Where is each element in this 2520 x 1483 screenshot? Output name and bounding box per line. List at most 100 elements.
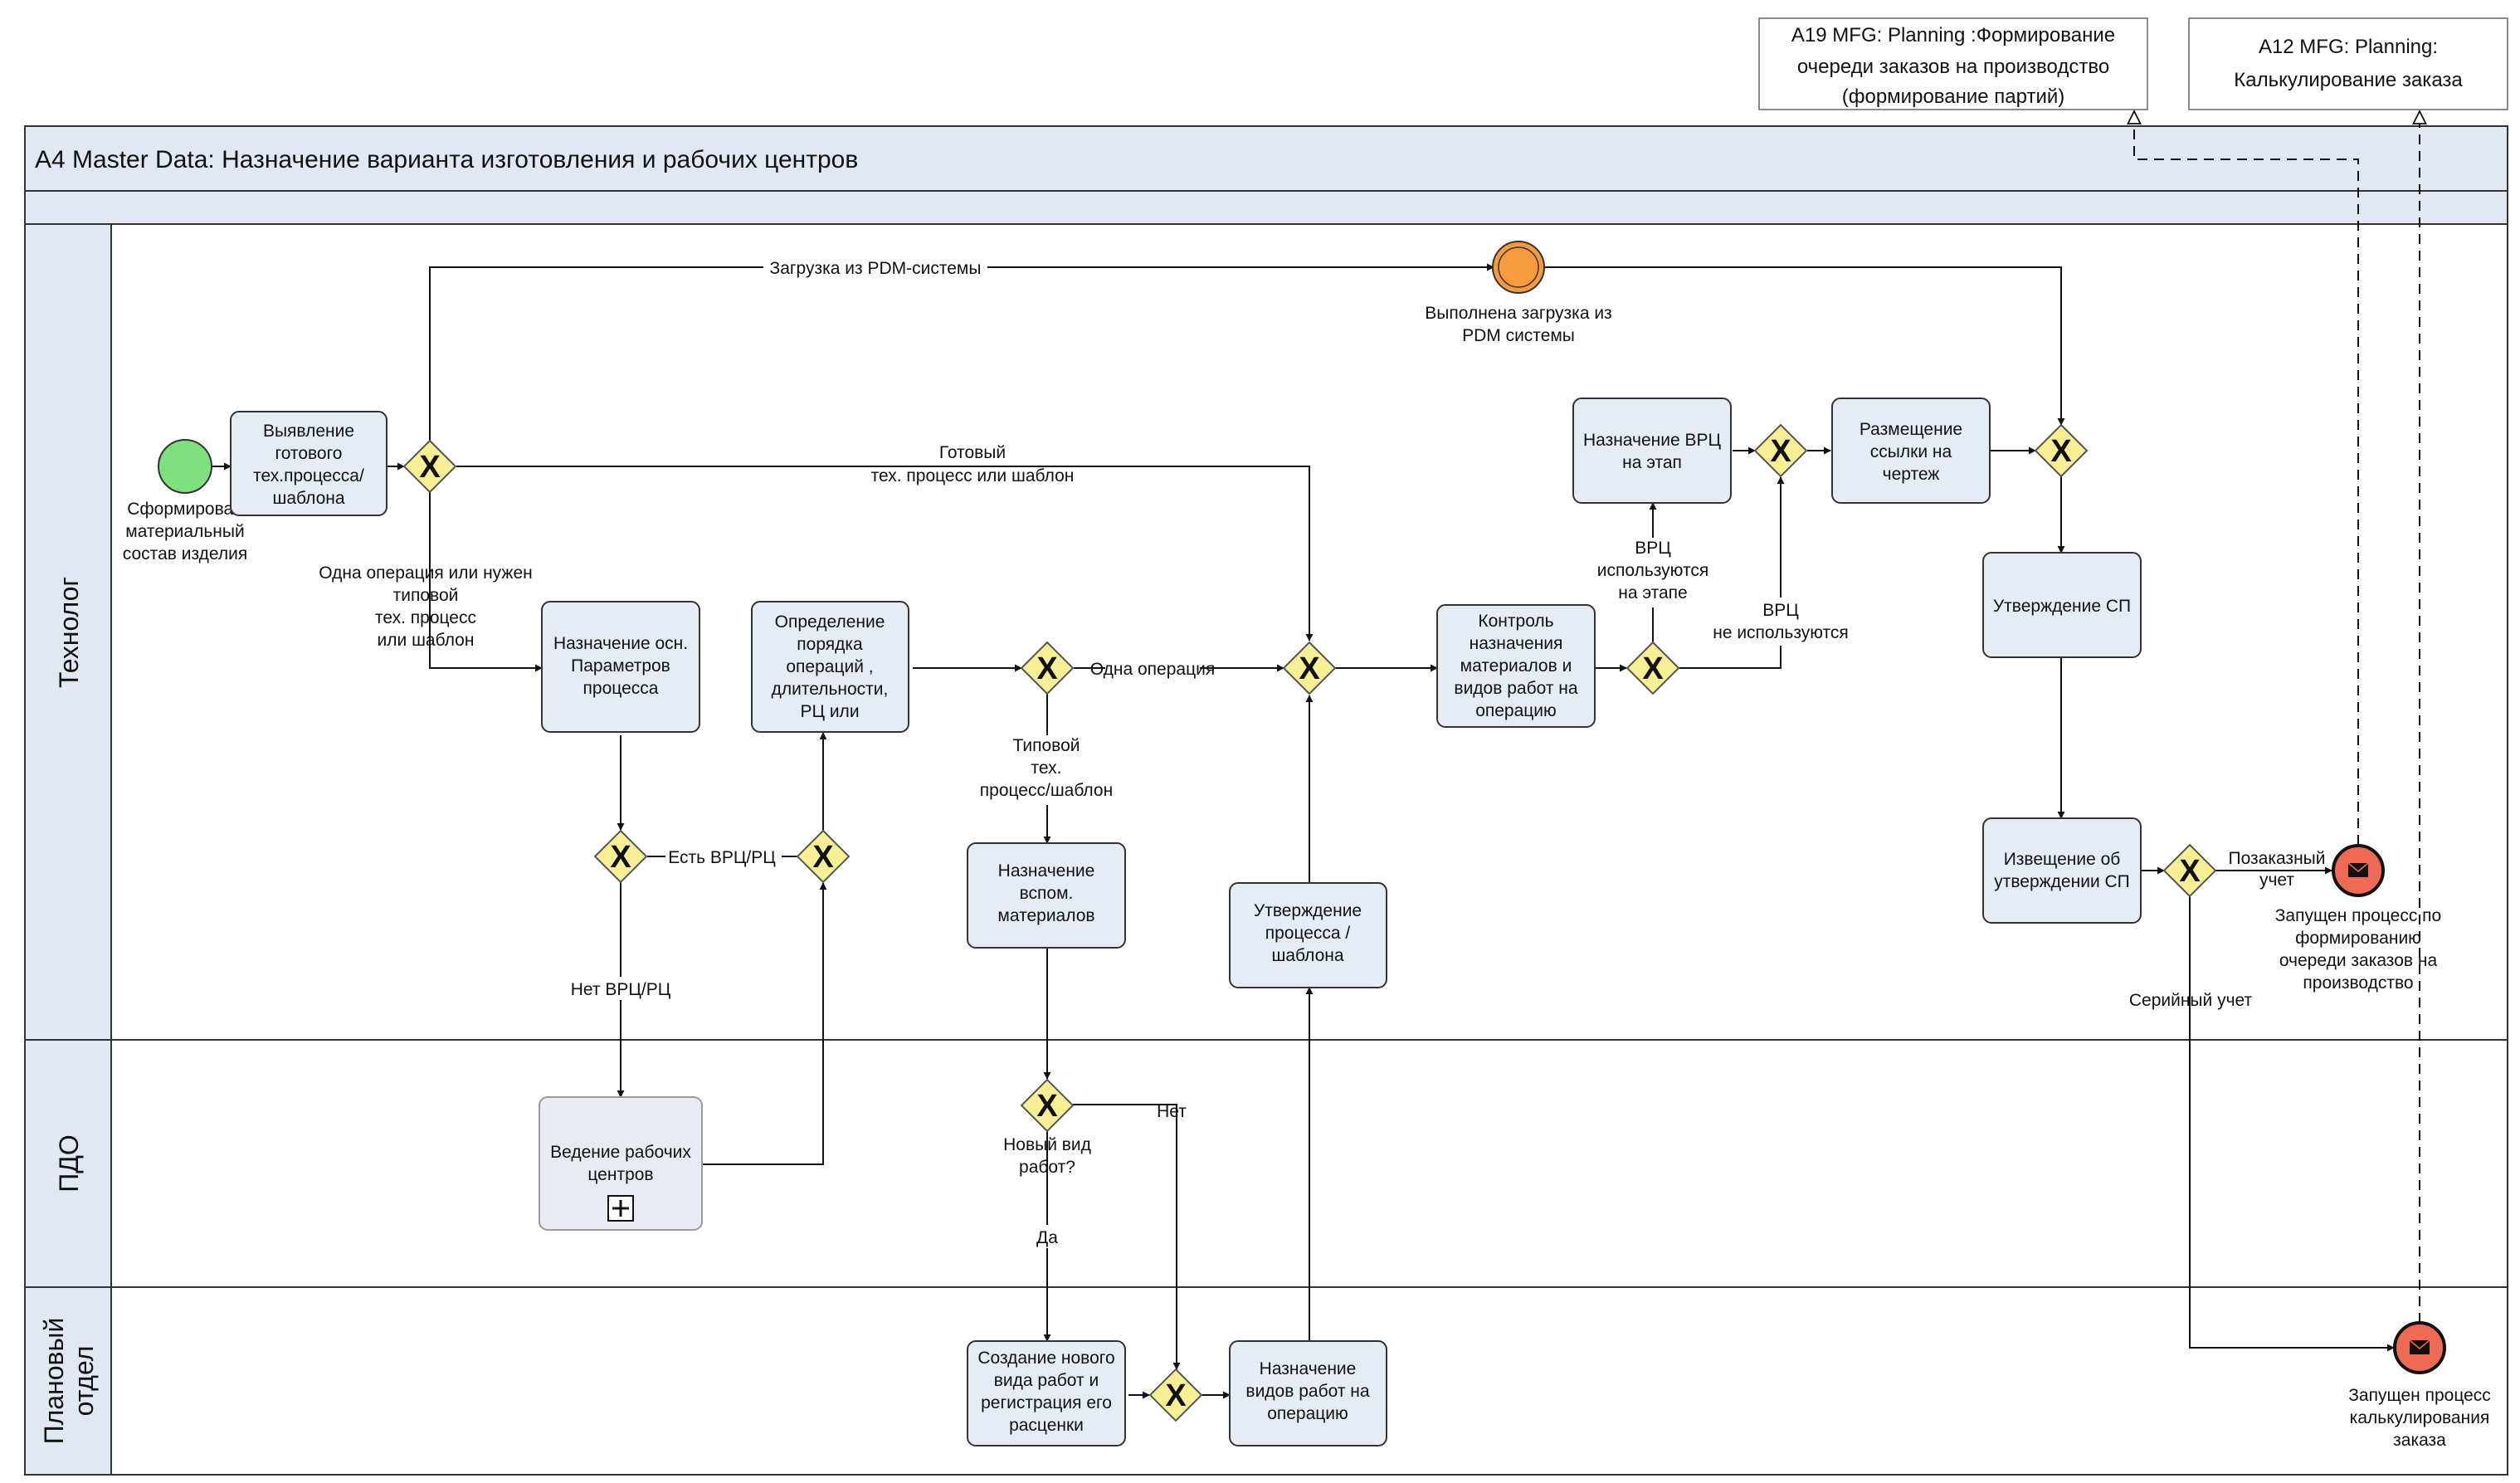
start-event[interactable] — [158, 439, 212, 494]
gateway-merge-main[interactable]: X — [1282, 641, 1337, 695]
svg-text:Определение: Определение — [775, 612, 885, 632]
svg-text:Утверждение: Утверждение — [1254, 901, 1362, 920]
task-assign-vrc[interactable]: Назначение ВРЦ на этап — [1572, 398, 1732, 504]
gateway-accounting-type[interactable]: X — [2162, 843, 2217, 898]
process-title: A4 Master Data: Назначение варианта изго… — [35, 146, 858, 173]
svg-text:назначения: назначения — [1470, 634, 1563, 653]
svg-text:Да: Да — [1036, 1228, 1058, 1247]
message-flows — [2134, 111, 2420, 1323]
gateway-has-vrc[interactable]: X — [593, 829, 648, 884]
svg-text:X: X — [2179, 854, 2201, 889]
svg-text:используются: используются — [1597, 561, 1708, 580]
flow-label-typical: Типовой тех. процесс/шаблон — [969, 735, 1125, 805]
svg-text:на этап: на этап — [1622, 453, 1682, 472]
svg-text:Загрузка из PDM-системы: Загрузка из PDM-системы — [770, 259, 982, 278]
gateway-one-op[interactable]: X — [1020, 641, 1075, 695]
gateway-vrc-used[interactable]: X — [1626, 641, 1680, 695]
task-identify-process[interactable]: Выявление готового тех.процесса/ шаблона — [230, 411, 388, 516]
ext-ref-a12[interactable]: A12 MFG: Planning: Калькулирование заказ… — [2188, 17, 2508, 110]
subprocess-work-centers[interactable]: Ведение рабочих центров — [539, 1096, 703, 1231]
svg-text:Серийный учет: Серийный учет — [2129, 991, 2253, 1010]
svg-text:готового: готового — [275, 444, 343, 463]
svg-text:(формирование партий): (формирование партий) — [1842, 85, 2065, 108]
task-approve-process[interactable]: Утверждение процесса / шаблона — [1229, 882, 1387, 988]
svg-text:шаблона: шаблона — [272, 489, 344, 508]
end-event-queue[interactable] — [2332, 844, 2385, 897]
svg-text:Плановый: Плановый — [39, 1318, 69, 1445]
svg-text:порядка: порядка — [797, 635, 863, 654]
task-notify-sp[interactable]: Извещение об утверждении СП — [1982, 817, 2142, 924]
svg-text:тех. процесс: тех. процесс — [375, 608, 476, 627]
svg-text:работ?: работ? — [1019, 1158, 1075, 1177]
svg-text:Готовый: Готовый — [939, 443, 1006, 462]
svg-text:X: X — [1770, 434, 1791, 469]
task-assign-work-types[interactable]: Назначение видов работ на операцию — [1229, 1340, 1387, 1446]
svg-text:ВРЦ: ВРЦ — [1762, 601, 1799, 620]
flow-label-one-op: Одна операция — [1090, 656, 1215, 680]
lane-label-tech: Технолог — [54, 577, 84, 688]
svg-text:A12 MFG: Planning:: A12 MFG: Planning: — [2259, 36, 2438, 58]
svg-text:тех. процесс или шаблон: тех. процесс или шаблон — [871, 466, 1075, 485]
svg-text:материалов: материалов — [997, 906, 1094, 925]
end-event-queue-label: Запущен процесс по формированию очереди … — [2275, 906, 2441, 993]
svg-text:шаблона: шаблона — [1271, 946, 1343, 965]
expand-icon[interactable] — [607, 1195, 634, 1222]
gateway-ready-check[interactable]: X — [402, 439, 457, 494]
svg-text:на этапе: на этапе — [1618, 583, 1687, 602]
end-event-calc[interactable] — [2393, 1321, 2446, 1374]
svg-text:Назначение ВРЦ: Назначение ВРЦ — [1583, 431, 1722, 450]
svg-text:X: X — [2050, 434, 2072, 469]
svg-text:Назначение осн.: Назначение осн. — [553, 634, 688, 653]
svg-text:Есть ВРЦ/РЦ: Есть ВРЦ/РЦ — [668, 848, 776, 867]
task-approve-sp[interactable]: Утверждение СП — [1982, 552, 2142, 658]
svg-text:Нет ВРЦ/РЦ: Нет ВРЦ/РЦ — [571, 980, 671, 999]
svg-text:типовой: типовой — [393, 586, 459, 605]
svg-text:вида работ и: вида работ и — [994, 1371, 1099, 1390]
svg-text:процесс/шаблон: процесс/шаблон — [980, 781, 1113, 800]
task-place-link[interactable]: Размещение ссылки на чертеж — [1831, 398, 1991, 504]
gateway-merge-vrc[interactable]: X — [796, 829, 851, 884]
svg-text:Ведение рабочих: Ведение рабочих — [550, 1143, 691, 1162]
svg-text:Выполнена загрузка из: Выполнена загрузка из — [1425, 304, 1611, 323]
svg-text:очереди заказов на производств: очереди заказов на производство — [1797, 56, 2109, 78]
flow-label-per-order: Позаказный учет — [2229, 849, 2326, 890]
svg-text:ссылки на: ссылки на — [1870, 442, 1952, 461]
svg-text:операцию: операцию — [1267, 1404, 1348, 1423]
task-control[interactable]: Контроль назначения материалов и видов р… — [1436, 604, 1596, 728]
task-ops-order[interactable]: Определение порядка операций , длительно… — [751, 601, 909, 733]
flow-label-vrc-used: ВРЦ используются на этапе — [1593, 538, 1713, 607]
envelope-icon — [2409, 1339, 2430, 1354]
svg-text:Одна операция или нужен: Одна операция или нужен — [319, 563, 533, 583]
svg-text:Новый вид: Новый вид — [1003, 1135, 1091, 1154]
svg-text:операций ,: операций , — [786, 657, 873, 676]
svg-text:длительности,: длительности, — [772, 680, 889, 699]
pool-subheader — [24, 190, 2508, 225]
gateway-merge-pdm[interactable]: X — [2034, 423, 2089, 478]
ext-ref-a19[interactable]: A19 MFG: Planning :Формирование очереди … — [1758, 17, 2148, 110]
svg-text:X: X — [419, 450, 441, 485]
gateway-merge-work[interactable]: X — [1148, 1368, 1203, 1422]
svg-text:отдел: отдел — [69, 1346, 99, 1417]
svg-text:производство: производство — [2303, 973, 2413, 993]
svg-text:операцию: операцию — [1475, 701, 1557, 720]
svg-text:расценки: расценки — [1009, 1416, 1084, 1435]
sequence-flows — [212, 263, 2395, 1399]
gateway-merge-vrc-stage[interactable]: X — [1753, 423, 1808, 478]
task-new-work-type[interactable]: Создание нового вида работ и регистрация… — [967, 1340, 1126, 1446]
svg-text:материальный: материальный — [125, 522, 244, 541]
svg-text:центров: центров — [587, 1165, 653, 1184]
svg-text:процесса /: процесса / — [1265, 924, 1351, 943]
task-basic-params[interactable]: Назначение осн. Параметров процесса — [541, 601, 700, 733]
svg-text:РЦ или: РЦ или — [800, 702, 859, 721]
task-aux-materials[interactable]: Назначение вспом. материалов — [967, 842, 1126, 949]
gateway-new-work[interactable]: X — [1020, 1078, 1075, 1133]
flow-label-has-vrc: Есть ВРЦ/РЦ — [665, 845, 782, 868]
svg-text:Запущен процесс: Запущен процесс — [2348, 1386, 2491, 1405]
flow-label-serial: Серийный учет — [2129, 991, 2253, 1010]
svg-text:регистрация его: регистрация его — [981, 1393, 1112, 1412]
svg-text:Назначение: Назначение — [1260, 1359, 1357, 1378]
svg-text:калькулирования: калькулирования — [2350, 1408, 2490, 1427]
intermediate-event-pdm[interactable] — [1492, 241, 1545, 294]
